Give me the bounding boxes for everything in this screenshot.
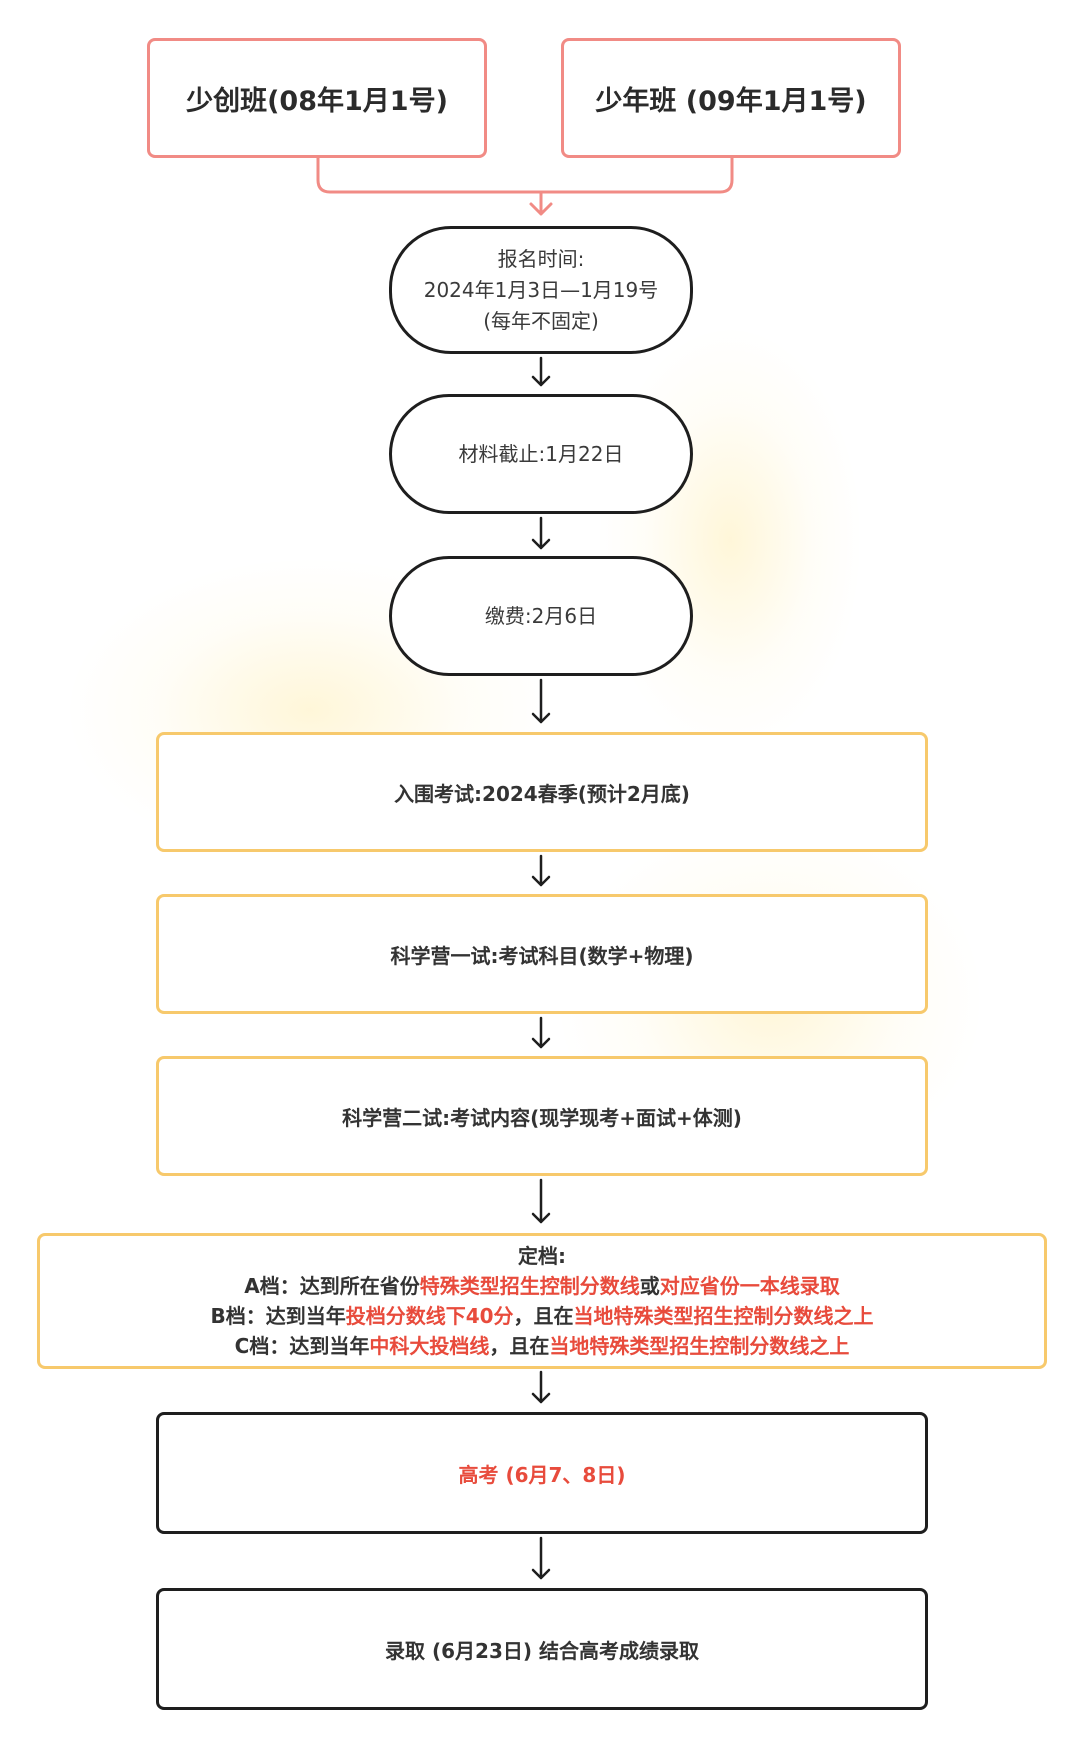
tier-c-connector: ，且在 [489, 1334, 550, 1358]
arrow-down-icon [531, 1178, 551, 1224]
tier-b-prefix: B档：达到当年 [210, 1304, 346, 1328]
camp-round2-node: 科学营二试:考试内容(现学现考+面试+体测) [156, 1056, 928, 1176]
tier-title: 定档: [518, 1244, 566, 1268]
tier-b-highlight: 当地特殊类型招生控制分数线之上 [573, 1304, 874, 1328]
admission-node: 录取 (6月23日) 结合高考成绩录取 [156, 1588, 928, 1710]
payment-node: 缴费:2月6日 [389, 556, 693, 676]
camp-round1-text: 科学营一试:考试科目(数学+物理) [390, 943, 694, 968]
tier-a-highlight: 对应省份一本线录取 [659, 1274, 840, 1298]
registration-title: 报名时间: [497, 246, 585, 271]
registration-note: (每年不固定) [483, 308, 599, 333]
arrow-down-icon [531, 678, 551, 724]
arrow-down-icon [531, 356, 551, 387]
registration-node: 报名时间: 2024年1月3日—1月19号 (每年不固定) [389, 226, 693, 354]
arrow-down-icon [531, 1370, 551, 1404]
arrow-down-icon [531, 516, 551, 550]
tier-b-connector: ，且在 [513, 1304, 574, 1328]
tier-a-line: A档：达到所在省份特殊类型招生控制分数线或对应省份一本线录取 [244, 1271, 839, 1301]
tier-a-connector: 或 [639, 1274, 660, 1298]
merge-bracket [316, 156, 734, 194]
program-label: 少年班 (09年1月1号) [595, 85, 867, 117]
tier-c-prefix: C档：达到当年 [234, 1334, 370, 1358]
tier-a-highlight: 特殊类型招生控制分数线 [419, 1274, 640, 1298]
tier-a-prefix: A档：达到所在省份 [244, 1274, 420, 1298]
camp-round1-node: 科学营一试:考试科目(数学+物理) [156, 894, 928, 1014]
tier-node: 定档: A档：达到所在省份特殊类型招生控制分数线或对应省份一本线录取 B档：达到… [37, 1233, 1047, 1369]
entrance-exam-text: 入围考试:2024春季(预计2月底) [394, 781, 690, 806]
tier-b-highlight: 投档分数线下40分 [345, 1304, 514, 1328]
tier-c-highlight: 中科大投档线 [369, 1334, 490, 1358]
program-box-shaochuang: 少创班(08年1月1号) [147, 38, 487, 158]
entrance-exam-node: 入围考试:2024春季(预计2月底) [156, 732, 928, 852]
arrow-down-icon [531, 1536, 551, 1580]
tier-c-highlight: 当地特殊类型招生控制分数线之上 [549, 1334, 850, 1358]
program-box-shaonian: 少年班 (09年1月1号) [561, 38, 901, 158]
tier-b-line: B档：达到当年投档分数线下40分，且在当地特殊类型招生控制分数线之上 [210, 1301, 873, 1331]
gaokao-node: 高考 (6月7、8日) [156, 1412, 928, 1534]
gaokao-text: 高考 (6月7、8日) [458, 1462, 626, 1487]
arrow-down-icon [531, 1016, 551, 1049]
materials-deadline-node: 材料截止:1月22日 [389, 394, 693, 514]
payment-text: 缴费:2月6日 [484, 603, 598, 628]
tier-c-line: C档：达到当年中科大投档线，且在当地特殊类型招生控制分数线之上 [235, 1331, 850, 1361]
camp-round2-text: 科学营二试:考试内容(现学现考+面试+体测) [342, 1105, 742, 1130]
program-label: 少创班(08年1月1号) [186, 85, 448, 117]
registration-dates: 2024年1月3日—1月19号 [423, 277, 659, 302]
arrow-down-icon [531, 854, 551, 887]
materials-deadline-text: 材料截止:1月22日 [458, 441, 624, 466]
admission-text: 录取 (6月23日) 结合高考成绩录取 [385, 1638, 699, 1663]
merge-arrow [529, 190, 553, 216]
